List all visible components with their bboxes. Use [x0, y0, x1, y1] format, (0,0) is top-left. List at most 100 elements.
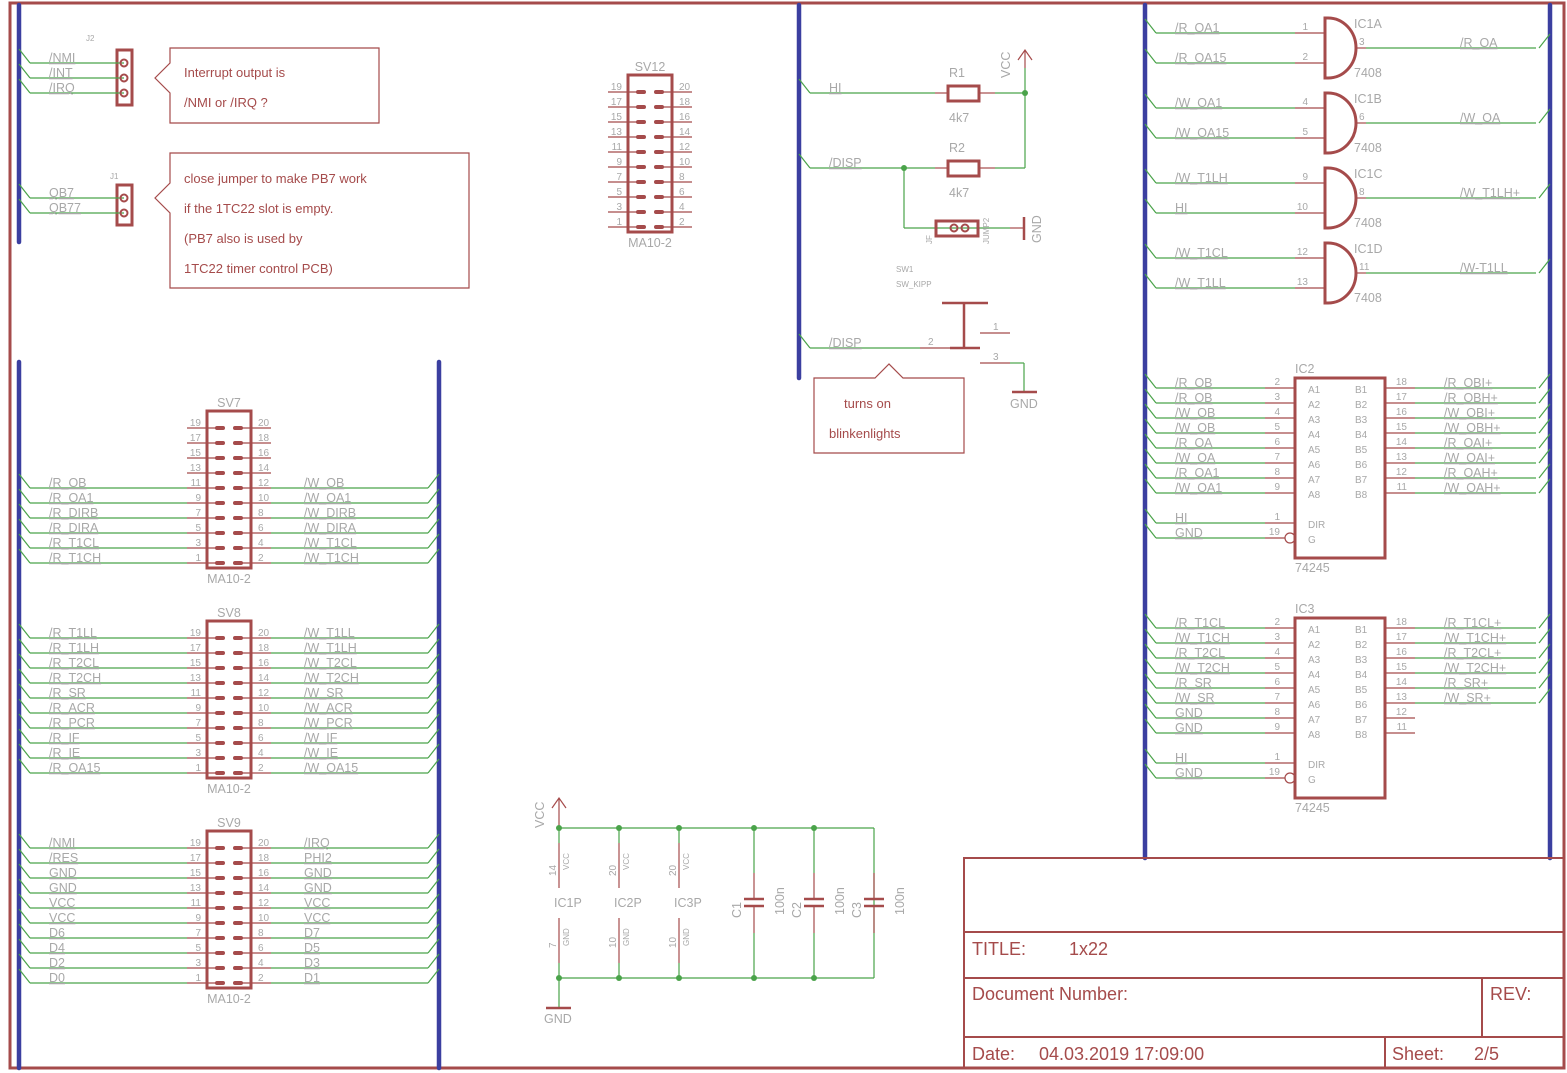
pin-number: 20 — [258, 418, 270, 429]
pin-number: 2 — [679, 217, 685, 228]
net-label: /R_OA15 — [49, 761, 100, 775]
net-label: /R_OA15 — [1175, 51, 1226, 65]
net-label: GND — [49, 866, 77, 880]
net-label: D0 — [49, 971, 65, 985]
pin-name: A4 — [1308, 430, 1321, 441]
pin-number: 14 — [258, 673, 270, 684]
pin-number: 9 — [1302, 172, 1308, 183]
pin-number: 7 — [195, 718, 201, 729]
sheet-label: Sheet: — [1392, 1044, 1444, 1064]
pin-number: 16 — [258, 658, 270, 669]
buffer-ic3[interactable]: IC3742452A1/R_T1CL3A2/W_T1CH4A3/R_T2CL5A… — [1144, 602, 1551, 815]
net-label: /W_T1CL — [304, 536, 357, 550]
pin-number: 11 — [1359, 262, 1370, 273]
net-label: D4 — [49, 941, 65, 955]
net-label: /R_OA1 — [1175, 21, 1220, 35]
pin-number: 6 — [679, 187, 685, 198]
net-label: /W_T1LL — [1175, 276, 1226, 290]
net-label: /INT — [49, 66, 73, 80]
jumper-jf-value: JUMP2 — [982, 217, 991, 244]
pin-name: B6 — [1355, 460, 1368, 471]
net-label: /W_OB — [304, 476, 344, 490]
jumper-jf[interactable] — [934, 219, 980, 238]
net-label: GND — [1175, 526, 1203, 540]
header-value: MA10-2 — [207, 992, 251, 1006]
pin-number: 7 — [616, 172, 622, 183]
net-label: D1 — [304, 971, 320, 985]
net-label: /R_OB — [1175, 376, 1213, 390]
net-label: VCC — [304, 896, 330, 910]
gate-name: IC1A — [1354, 17, 1382, 31]
resistor-r2-name: R2 — [949, 141, 965, 155]
net-label: HI — [1175, 201, 1188, 215]
vcc-arrow-icon — [1017, 48, 1033, 61]
pin-name: G — [1308, 775, 1316, 786]
net-label: /W_OA1 — [1175, 481, 1222, 495]
net-label: /R_ACR — [49, 701, 95, 715]
capacitor-name: C1 — [730, 902, 744, 918]
note-jumper: close jumper to make PB7 work if the 1TC… — [154, 152, 470, 289]
net-label: /IRQ — [304, 836, 330, 850]
pin-name: DIR — [1308, 520, 1325, 531]
pin-name: A5 — [1308, 445, 1321, 456]
pin-number: 2 — [1274, 377, 1280, 388]
pin-number: 1 — [1302, 22, 1308, 33]
pin-number: 13 — [1396, 692, 1408, 703]
resistor-r1[interactable] — [946, 84, 981, 103]
net-label: /W_OB — [1175, 421, 1215, 435]
power-gnd-label: GND — [544, 1012, 572, 1026]
pin-number: 10 — [679, 157, 691, 168]
pin-number: 12 — [258, 478, 270, 489]
pin-name: B4 — [1355, 670, 1368, 681]
pin-number: 12 — [1396, 707, 1408, 718]
pin-number: 20 — [258, 628, 270, 639]
pin-number: 5 — [1302, 127, 1308, 138]
power-vcc-label: VCC — [533, 802, 547, 828]
pin-number: 13 — [190, 463, 202, 474]
net-label: /W_OBI+ — [1444, 406, 1495, 420]
switch-sw1[interactable] — [942, 301, 988, 350]
resistor-r2[interactable] — [946, 159, 981, 178]
buffer-ic2[interactable]: IC2742452A1/R_OB3A2/R_OB4A3/W_OB5A4/W_OB… — [1144, 362, 1551, 575]
pin-number: 7 — [1274, 452, 1280, 463]
note-interrupt: Interrupt output is /NMI or /IRQ ? — [154, 47, 380, 124]
pin-number: 17 — [1396, 392, 1408, 403]
vcc-arrow-icon — [551, 796, 567, 809]
net-label: GND — [1175, 766, 1203, 780]
pin-name: GND — [562, 928, 571, 946]
pin-number: 2 — [1274, 617, 1280, 628]
net-label: /W_DIRA — [304, 521, 357, 535]
pin-number: 4 — [1302, 97, 1308, 108]
pin-name: B6 — [1355, 700, 1368, 711]
header-name: SV9 — [217, 816, 241, 830]
buffer-name: IC3 — [1295, 602, 1315, 616]
net-label: /W_T2CH — [304, 671, 359, 685]
pin-number: 14 — [258, 883, 270, 894]
pin-name: A5 — [1308, 685, 1321, 696]
net-label: /W_OA — [1175, 451, 1216, 465]
jumper-j2-name: J2 — [86, 34, 95, 43]
net-label: /W_OA1 — [1175, 96, 1222, 110]
pin-number: 2 — [1302, 52, 1308, 63]
net-label: /W_IE — [304, 746, 338, 760]
power-ic-name: IC3P — [674, 896, 702, 910]
jumper-j2[interactable]: J2 /NMI/INT/IRQ — [18, 34, 134, 107]
pin-number: 13 — [190, 673, 202, 684]
